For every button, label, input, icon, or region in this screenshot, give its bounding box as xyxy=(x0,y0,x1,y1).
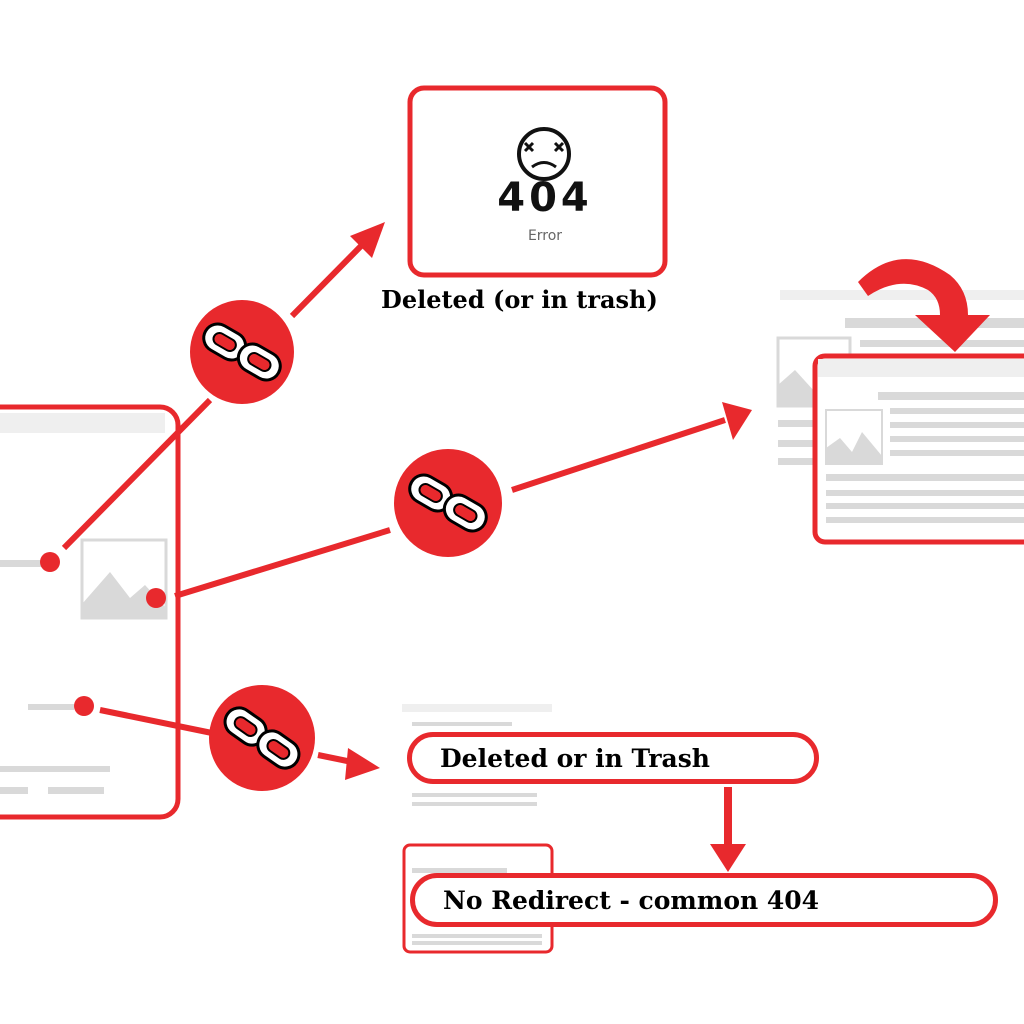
flow-down-arrow xyxy=(710,787,746,872)
flow-step-no-redirect-label: No Redirect - common 404 xyxy=(443,885,820,915)
flow-step-deleted-label: Deleted or in Trash xyxy=(440,743,710,773)
redirect-card xyxy=(776,259,1024,545)
link-anchor-dot[interactable] xyxy=(40,552,60,572)
link-anchor-dot[interactable] xyxy=(146,588,166,608)
error-code: 404 xyxy=(497,175,593,221)
link-line-3 xyxy=(99,707,380,780)
error-card xyxy=(407,85,668,278)
flow-step-deleted: Deleted or in Trash xyxy=(407,732,819,784)
link-anchor-dot[interactable] xyxy=(74,696,94,716)
error-card-label: Deleted (or in trash) xyxy=(381,285,658,314)
error-caption: Error xyxy=(527,228,563,244)
link-line-1 xyxy=(61,222,385,551)
curved-redirect-arrow-icon xyxy=(858,259,990,352)
link-line-2 xyxy=(174,402,752,599)
broken-link-icon xyxy=(209,685,315,791)
broken-link-icon xyxy=(394,449,502,557)
source-page xyxy=(0,404,181,820)
flow-step-no-redirect: No Redirect - common 404 xyxy=(410,873,998,927)
sad-face-icon xyxy=(517,127,571,181)
broken-link-icon xyxy=(190,300,294,404)
